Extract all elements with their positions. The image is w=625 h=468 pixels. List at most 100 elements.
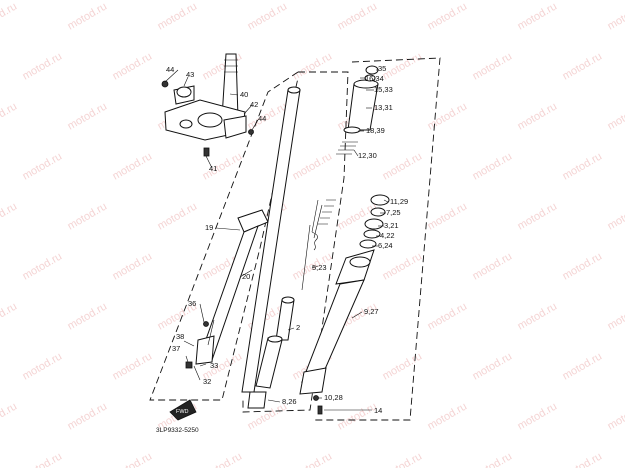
- part-number-label: 41: [209, 164, 217, 173]
- watermark-text: motod.ru: [426, 200, 470, 232]
- watermark-text: motod.ru: [471, 150, 515, 182]
- leader-lines: [164, 69, 389, 411]
- watermark-text: motod.ru: [426, 400, 470, 432]
- part-number-label: 6,24: [378, 241, 393, 250]
- watermark-text: motod.ru: [426, 100, 470, 132]
- part-number-label: 15,33: [374, 85, 393, 94]
- watermark-text: motod.ru: [606, 300, 625, 332]
- watermark-text: motod.ru: [381, 350, 425, 382]
- part-number-label: 3,21: [384, 221, 399, 230]
- left-outer-tube: [185, 209, 269, 369]
- part-number-label: 33: [210, 361, 218, 370]
- fwd-arrow-icon: FWD: [169, 399, 197, 421]
- right-group-outline: [312, 57, 441, 421]
- watermark-text: motod.ru: [561, 450, 605, 468]
- watermark-text: motod.ru: [111, 50, 155, 82]
- watermark-text: motod.ru: [426, 0, 470, 32]
- watermark-text: motod.ru: [0, 100, 19, 132]
- watermark-text: motod.ru: [21, 150, 65, 182]
- part-number-label: 12,30: [358, 151, 377, 160]
- watermark-text: motod.ru: [21, 250, 65, 282]
- watermark-text: motod.ru: [606, 200, 625, 232]
- part-number-label: 7,25: [386, 208, 401, 217]
- watermark-text: motod.ru: [156, 0, 200, 32]
- part-number-label: 19: [205, 223, 213, 232]
- watermark-text: motod.ru: [381, 50, 425, 82]
- watermark-text: motod.ru: [561, 250, 605, 282]
- watermark-text: motod.ru: [0, 300, 19, 332]
- part-number-label: 20: [242, 272, 250, 281]
- watermark-text: motod.ru: [201, 450, 245, 468]
- watermark-text: motod.ru: [111, 250, 155, 282]
- part-number-label: 2: [296, 323, 300, 332]
- watermark-text: motod.ru: [561, 150, 605, 182]
- part-number-label: 8,26: [282, 397, 297, 406]
- watermark-text: motod.ru: [246, 0, 290, 32]
- watermark-text: motod.ru: [516, 100, 560, 132]
- watermark-text: motod.ru: [111, 150, 155, 182]
- watermark-text: motod.ru: [471, 50, 515, 82]
- watermark-text: motod.ru: [516, 0, 560, 32]
- part-number-label: 5,23: [312, 263, 327, 272]
- watermark-text: motod.ru: [21, 50, 65, 82]
- watermark-text: motod.ru: [66, 200, 110, 232]
- lower-tube-parts: [247, 296, 295, 409]
- watermark-text: motod.ru: [291, 50, 335, 82]
- watermark-text: motod.ru: [426, 300, 470, 332]
- part-number-label: 36: [188, 299, 196, 308]
- watermark-text: motod.ru: [516, 400, 560, 432]
- watermark-text: motod.ru: [66, 300, 110, 332]
- damper-rod: [301, 199, 323, 291]
- watermark-text: motod.ru: [66, 400, 110, 432]
- part-number-label: 37: [172, 344, 180, 353]
- part-number-label: 14: [374, 406, 382, 415]
- fwd-label: FWD: [176, 409, 189, 415]
- part-labels: 444340424441192036383733323516,3415,3313…: [166, 64, 408, 415]
- part-number-label: 11,29: [390, 197, 408, 206]
- left-group-outline: [149, 71, 299, 401]
- part-number-label: 32: [203, 377, 211, 386]
- watermark-text: motod.ru: [606, 0, 625, 32]
- part-number-label: 35: [378, 64, 386, 73]
- steering-stem: [161, 53, 254, 157]
- watermark-text: motod.ru: [381, 150, 425, 182]
- watermark-text: motod.ru: [66, 100, 110, 132]
- part-number-label: 16,34: [365, 74, 384, 83]
- part-number-label: 9,27: [364, 307, 379, 316]
- right-fork-tube: [299, 65, 390, 415]
- watermark-text: motod.ru: [381, 450, 425, 468]
- watermark-text: motod.ru: [201, 50, 245, 82]
- watermark-text: motod.ru: [0, 200, 19, 232]
- watermark-text: motod.ru: [561, 350, 605, 382]
- part-number-label: 10,28: [324, 393, 343, 402]
- watermark-text: motod.ru: [516, 200, 560, 232]
- diagram-code: 3LP9332-5250: [156, 427, 199, 434]
- watermark-text: motod.ru: [21, 350, 65, 382]
- watermark-text: motod.ru: [381, 250, 425, 282]
- watermark-text: motod.ru: [291, 150, 335, 182]
- watermark-text: motod.ru: [561, 50, 605, 82]
- watermark-text: motod.ru: [336, 400, 380, 432]
- part-number-label: 13,31: [374, 103, 393, 112]
- part-number-label: 43: [186, 70, 194, 79]
- watermark-text: motod.ru: [0, 400, 19, 432]
- watermark-text: motod.ru: [516, 300, 560, 332]
- watermark-text: motod.ru: [111, 450, 155, 468]
- part-number-label: 44: [258, 114, 266, 123]
- watermark-text: motod.ru: [606, 400, 625, 432]
- part-number-label: 4,22: [380, 231, 395, 240]
- part-number-label: 18,39: [366, 126, 385, 135]
- part-number-label: 40: [240, 90, 248, 99]
- watermark-text: motod.ru: [336, 0, 380, 32]
- part-number-label: 42: [250, 100, 258, 109]
- watermark-text: motod.ru: [291, 450, 335, 468]
- watermark-text: motod.ru: [66, 0, 110, 32]
- watermark-text: motod.ru: [0, 0, 19, 32]
- watermark-text: motod.ru: [21, 450, 65, 468]
- watermark-text: motod.ru: [156, 200, 200, 232]
- watermark-text: motod.ru: [471, 250, 515, 282]
- part-number-label: 44: [166, 65, 174, 74]
- watermark-text: motod.ru: [111, 350, 155, 382]
